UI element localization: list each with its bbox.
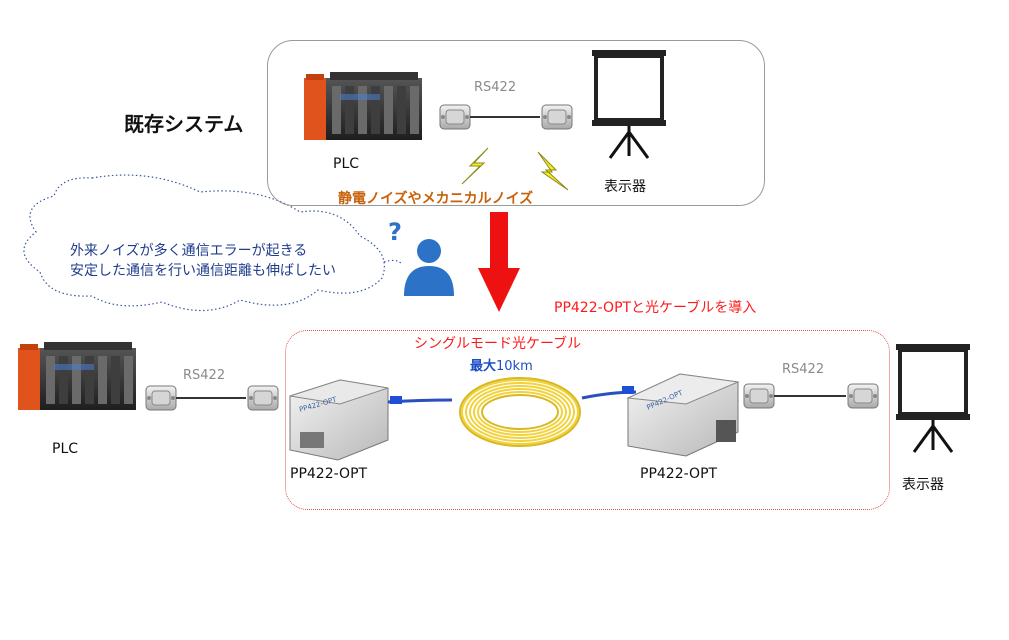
question-icon: ?: [388, 218, 402, 246]
down-arrow-icon: [478, 212, 520, 312]
db9-connector-icon: [247, 385, 279, 411]
rs422-label-left: RS422: [183, 368, 226, 383]
noise-label: 静電ノイズやメカニカルノイズ: [338, 191, 534, 207]
cloud-text-line1: 外来ノイズが多く通信エラーが起きる: [70, 243, 308, 259]
max-distance-label: 最大10km: [470, 355, 533, 374]
rs422-label: RS422: [474, 80, 517, 95]
solution-caption: PP422-OPTと光ケーブルを導入: [554, 300, 757, 316]
cloud-text-line2: 安定した通信を行い通信距離も伸ばしたい: [70, 263, 336, 279]
converter-icon: PP422-OPT: [626, 373, 740, 457]
rs422-label-right: RS422: [782, 362, 825, 377]
plc-label-2: PLC: [52, 441, 79, 457]
converter-label-left: PP422-OPT: [290, 466, 368, 482]
display-label-2: 表示器: [902, 477, 944, 493]
solution-box: [285, 330, 890, 510]
existing-system-box: [267, 40, 765, 206]
fiber-label: シングルモード光ケーブル: [414, 336, 582, 352]
converter-label-right: PP422-OPT: [640, 466, 718, 482]
max-distance-value: 10km: [496, 359, 533, 374]
projector-screen-icon: [894, 342, 972, 454]
max-distance-prefix: 最大: [470, 359, 497, 374]
plc-label: PLC: [333, 156, 360, 172]
lightning-icon: [537, 151, 569, 191]
db9-connector-icon: [145, 385, 177, 411]
lightning-icon: [461, 147, 489, 185]
converter-icon: PP422-OPT: [289, 379, 389, 461]
thought-cloud-tail: [383, 259, 403, 265]
fiber-coil-icon: [459, 377, 581, 447]
plc-icon: [18, 342, 136, 410]
existing-system-title: 既存システム: [124, 112, 244, 136]
person-icon: [404, 239, 454, 296]
display-label: 表示器: [604, 179, 646, 195]
